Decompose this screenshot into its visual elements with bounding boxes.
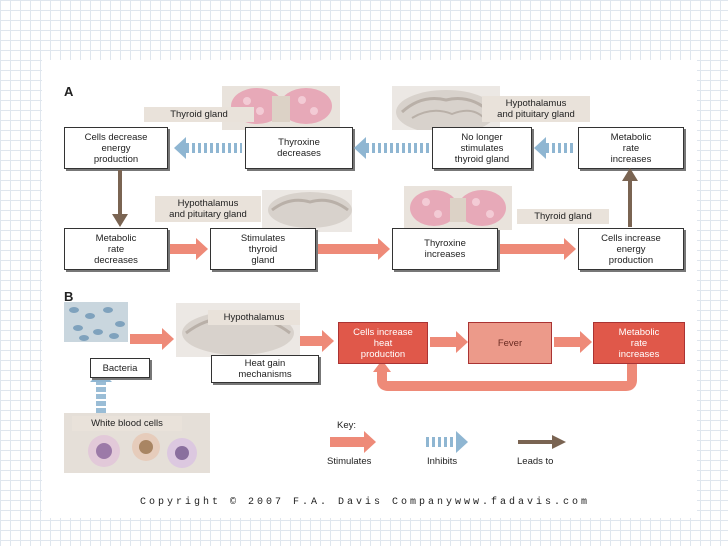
- label-hypothalamus-pituitary-bottom: Hypothalamus and pituitary gland: [155, 196, 261, 222]
- box-metabolic-rate-increases-b: Metabolic rate increases: [593, 322, 685, 364]
- footer-url: www.fadavis.com: [455, 497, 591, 508]
- key-inhibits-arrow: [424, 431, 468, 453]
- box-cells-decrease-energy: Cells decrease energy production: [64, 127, 168, 169]
- inhibits-arrow-1: [174, 137, 242, 159]
- stimulates-arrow-fever: [554, 331, 592, 353]
- key-leads-to-arrow: [518, 435, 566, 449]
- box-metabolic-rate-decreases: Metabolic rate decreases: [64, 228, 168, 270]
- stimulates-arrow-1: [170, 238, 208, 260]
- label-hypothalamus: Hypothalamus: [208, 310, 300, 325]
- brain-image-bottom: [262, 190, 352, 232]
- box-heat-gain-mechanisms: Heat gain mechanisms: [211, 355, 319, 383]
- box-cells-increase-energy: Cells increase energy production: [578, 228, 684, 270]
- copyright-text: Copyright © 2007 F.A. Davis Company: [140, 497, 456, 508]
- feedback-loop-arrow: [373, 360, 637, 391]
- key-inhibits-label: Inhibits: [427, 456, 458, 467]
- label-white-blood-cells: White blood cells: [72, 416, 182, 431]
- white-blood-cells-image: [64, 413, 210, 473]
- box-bacteria: Bacteria: [90, 358, 150, 378]
- box-thyroxine-decreases: Thyroxine decreases: [245, 127, 353, 169]
- thyroid-gland-image-top: [222, 86, 340, 130]
- box-stimulates-thyroid-gland: Stimulates thyroid gland: [210, 228, 316, 270]
- label-thyroid-gland-top: Thyroid gland: [144, 107, 254, 122]
- key-leads-to-label: Leads to: [517, 456, 554, 467]
- key-stimulates-label: Stimulates: [327, 456, 372, 467]
- label-thyroid-gland-bottom: Thyroid gland: [517, 209, 609, 224]
- stimulates-arrow-2: [318, 238, 390, 260]
- stimulates-arrow-heat: [430, 331, 468, 353]
- inhibits-arrow-2: [354, 137, 430, 159]
- stimulates-arrow-3: [500, 238, 576, 260]
- box-metabolic-rate-increases-a: Metabolic rate increases: [578, 127, 684, 169]
- inhibits-arrow-3: [534, 137, 576, 159]
- key-stimulates-arrow: [330, 431, 376, 453]
- thyroid-gland-image-bottom: [404, 186, 512, 230]
- leads-to-arrow-up: [622, 168, 638, 227]
- stimulates-arrow-hypothalamus: [300, 330, 334, 352]
- label-hypothalamus-pituitary-top: Hypothalamus and pituitary gland: [482, 96, 590, 122]
- panel-a-letter: A: [64, 84, 74, 99]
- key-title: Key:: [337, 420, 357, 431]
- leads-to-arrow-down: [112, 170, 128, 227]
- box-cells-increase-heat: Cells increase heat production: [338, 322, 428, 364]
- bacteria-image: [64, 302, 128, 342]
- box-thyroxine-increases: Thyroxine increases: [392, 228, 498, 270]
- panel-b-letter: B: [64, 289, 74, 304]
- stimulates-arrow-bacteria: [130, 328, 174, 350]
- box-fever: Fever: [468, 322, 552, 364]
- box-no-longer-stimulates: No longer stimulates thyroid gland: [432, 127, 532, 169]
